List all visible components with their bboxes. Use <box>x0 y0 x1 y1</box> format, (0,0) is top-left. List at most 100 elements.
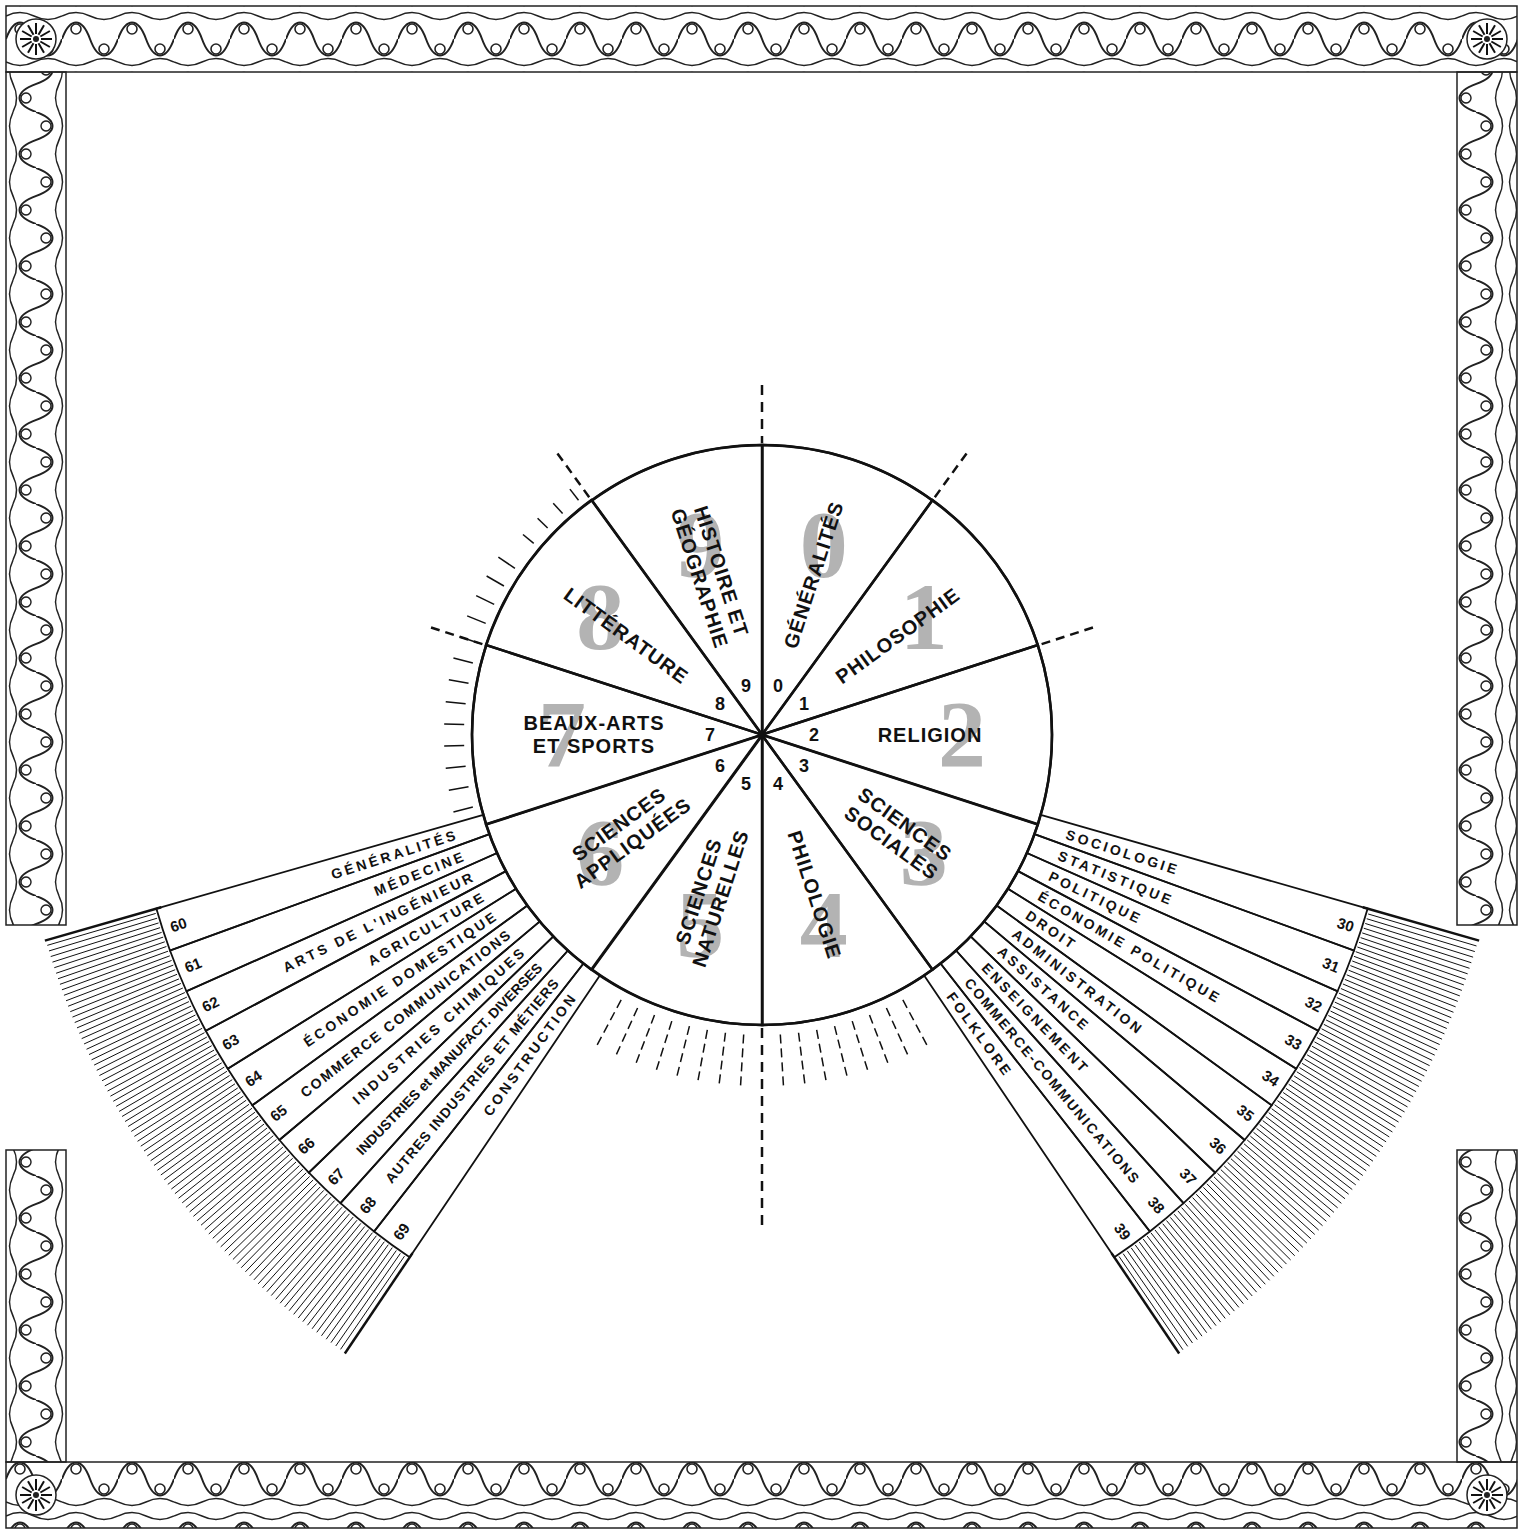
hatch-line <box>1349 970 1454 1012</box>
hatch-line <box>201 1151 286 1225</box>
rosette-petal <box>1479 43 1485 53</box>
tick-mark <box>553 503 562 513</box>
dashed-extension <box>556 452 589 497</box>
fan-edge <box>1111 1253 1179 1353</box>
hatch-line <box>1250 1136 1337 1208</box>
hatch-line <box>125 1063 222 1122</box>
rosette-petal <box>35 1479 37 1490</box>
frame-band <box>6 6 1517 72</box>
hatch-line <box>1238 1151 1323 1225</box>
rosette-petal <box>1486 1479 1488 1490</box>
class-number: 9 <box>741 677 751 695</box>
rosette-petal <box>1473 31 1483 37</box>
hatch-line <box>1127 1251 1192 1343</box>
hatch-line <box>1302 1063 1399 1122</box>
subdivision-number: 60 <box>168 915 189 934</box>
rosette-center <box>1484 1492 1490 1498</box>
hatch-line <box>1299 1068 1395 1127</box>
hatch-line <box>1189 1201 1265 1284</box>
hatch-line <box>1337 998 1440 1045</box>
hatch-line <box>317 1242 385 1333</box>
hatch-line <box>151 1096 244 1161</box>
hatch-line <box>303 1233 373 1322</box>
subdivision-number: 67 <box>325 1165 347 1187</box>
rosette-petal <box>1491 1498 1501 1504</box>
band-shape <box>340 943 592 1232</box>
hatch-line <box>209 1158 293 1234</box>
class-name: BEAUX-ARTS ET SPORTS <box>509 712 679 758</box>
class-number: 5 <box>741 775 751 793</box>
sector-shape <box>762 500 1038 735</box>
rosette-petal <box>22 42 32 48</box>
hatch-line <box>1339 993 1442 1039</box>
rosette-petal <box>1486 44 1488 55</box>
hatch-line <box>276 1214 350 1300</box>
hatch-line <box>1310 1051 1408 1107</box>
frame-band <box>6 1150 66 1462</box>
rosette-petal <box>1490 1481 1496 1491</box>
hatch-line <box>1266 1117 1356 1185</box>
tick-mark <box>870 1015 889 1064</box>
tick-mark <box>852 1021 868 1071</box>
tick-mark <box>656 1021 672 1071</box>
tick-mark <box>444 745 464 747</box>
hatch-line <box>82 993 185 1039</box>
hatch-line <box>1193 1198 1270 1281</box>
hatch-line <box>1359 942 1466 979</box>
hatch-line <box>1305 1059 1402 1117</box>
class-number: 2 <box>809 726 819 744</box>
rosette-petal <box>1492 1494 1503 1496</box>
hatch-line <box>68 965 173 1006</box>
tick-mark <box>467 616 486 623</box>
hatch-line <box>1307 1055 1404 1112</box>
rosette-petal <box>35 44 37 55</box>
rosette-petal <box>35 1500 37 1511</box>
class-number: 4 <box>773 775 783 793</box>
hatch-line <box>47 913 155 945</box>
hatch-line <box>289 1223 361 1310</box>
hatch-line <box>70 970 175 1012</box>
sector-shape <box>762 645 1052 824</box>
hatch-line <box>1347 975 1452 1018</box>
rosette-petal <box>1471 38 1482 40</box>
hatch-line <box>1203 1187 1282 1268</box>
hatch-line <box>225 1173 306 1251</box>
tick-mark <box>817 1030 826 1081</box>
class-name: SCIENCES SOCIALES <box>827 773 970 894</box>
hatch-line <box>1210 1180 1290 1260</box>
tick-mark <box>453 807 472 812</box>
rosette-petal <box>1473 1498 1483 1504</box>
class-name: RELIGION <box>878 723 983 746</box>
rosette-petal <box>1490 25 1496 35</box>
rosette-center <box>1484 36 1490 42</box>
hatch-line <box>134 1076 229 1137</box>
tick-mark <box>636 1015 655 1064</box>
fan-edge <box>1363 907 1479 940</box>
hatch-line <box>285 1220 357 1307</box>
frame-band <box>6 72 66 925</box>
rosette-petal <box>39 43 45 53</box>
dashed-axis <box>761 385 764 443</box>
subdivision-number: 32 <box>1303 994 1325 1015</box>
subdivision-band: COMMERCE-COMMUNICATIONS38 <box>930 942 1185 1233</box>
hatch-line <box>1352 961 1458 1001</box>
subdivision-number: 34 <box>1260 1067 1282 1089</box>
tick-mark <box>449 787 469 790</box>
hatch-line <box>233 1180 313 1260</box>
subdivision-number: 65 <box>267 1102 289 1124</box>
frame-band <box>6 1462 1517 1528</box>
tick-mark <box>903 1000 927 1046</box>
tick-mark <box>698 1030 707 1081</box>
rosette-petal <box>39 1481 45 1491</box>
subdivision-number: 39 <box>1112 1220 1134 1242</box>
hatch-line <box>1182 1208 1257 1293</box>
class-number: 7 <box>705 726 715 744</box>
rosette-petal <box>28 1499 34 1509</box>
tick-mark <box>446 766 466 768</box>
hatch-line <box>87 1002 189 1050</box>
class-number: 0 <box>773 677 783 695</box>
hatch-line <box>213 1162 296 1238</box>
rosette-petal <box>40 1498 50 1504</box>
hatch-line <box>56 937 163 973</box>
